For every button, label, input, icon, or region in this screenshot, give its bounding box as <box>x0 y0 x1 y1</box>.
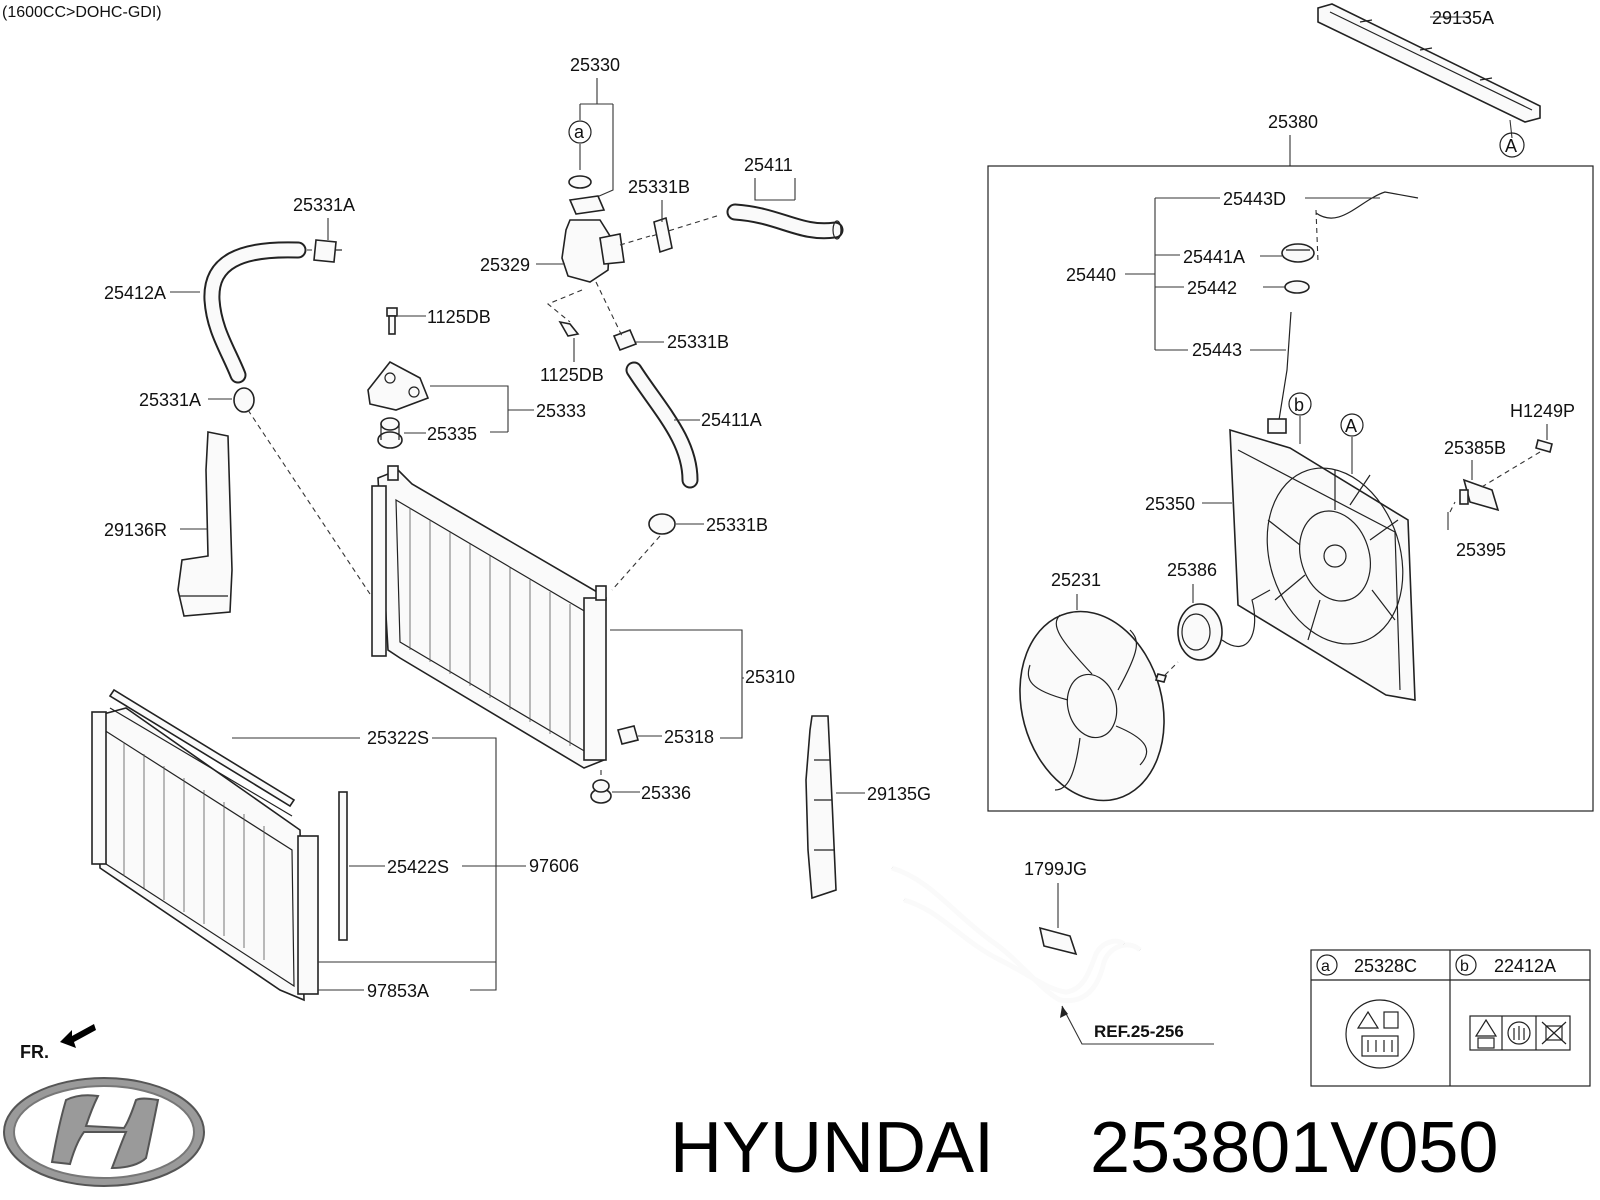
label-97853A: 97853A <box>367 981 429 1001</box>
label-25395: 25395 <box>1456 540 1506 560</box>
engine-note: (1600CC>DOHC-GDI) <box>2 4 162 21</box>
label-29135A: 29135A <box>1432 8 1494 28</box>
legend-table <box>1310 949 1591 1087</box>
label-25331B-top: 25331B <box>628 177 690 197</box>
label-1125DB-b: 1125DB <box>540 365 604 385</box>
label-25443: 25443 <box>1192 340 1242 360</box>
part-29135A-air-guard <box>1317 3 1541 123</box>
part-25331A-clamp-bot <box>233 387 255 413</box>
label-29135G: 29135G <box>867 784 931 804</box>
label-25442: 25442 <box>1187 278 1237 298</box>
part-25385B-resistor <box>1459 478 1500 512</box>
label-H1249P: H1249P <box>1510 401 1575 421</box>
label-25412A: 25412A <box>104 283 166 303</box>
marker-A-top-text: A <box>1505 136 1517 156</box>
part-1125DB-bolt-a <box>386 307 398 335</box>
label-25331A-top: 25331A <box>293 195 355 215</box>
marker-a <box>568 120 592 144</box>
legend-marker-a-text: a <box>1321 958 1330 975</box>
marker-A-top <box>1499 132 1525 158</box>
part-25318-drain-plug <box>617 725 639 745</box>
label-25411A: 25411A <box>701 410 762 430</box>
direction-fr: FR. <box>20 1042 49 1062</box>
part-1799JG-clip <box>1038 926 1078 956</box>
part-25331B-clamp-low <box>648 513 676 535</box>
part-25441A-cap <box>1281 243 1315 263</box>
label-1799JG: 1799JG <box>1024 859 1087 879</box>
part-25350-fan-shroud <box>1229 418 1416 701</box>
part-25310-radiator <box>371 465 607 769</box>
part-25331A-clamp-top <box>313 239 342 263</box>
label-25328C-icon <box>1345 999 1415 1069</box>
label-25333: 25333 <box>536 401 586 421</box>
part-25422S-seal <box>338 791 348 941</box>
marker-A-shroud <box>1340 413 1364 437</box>
label-1125DB-a: 1125DB <box>427 307 491 327</box>
label-25411: 25411 <box>744 155 793 175</box>
marker-b <box>1288 392 1312 416</box>
label-25331B-mid: 25331B <box>667 332 729 352</box>
brand-name: HYUNDAI <box>670 1108 994 1188</box>
part-25231-fan <box>1019 610 1165 802</box>
part-25336-mount <box>590 779 612 804</box>
marker-b-text: b <box>1294 395 1304 415</box>
label-29136R: 29136R <box>104 520 167 540</box>
hyundai-logo <box>3 1077 205 1187</box>
reference-25-256: REF.25-256 <box>1094 1022 1184 1041</box>
label-25322S: 25322S <box>367 728 429 748</box>
label-25386: 25386 <box>1167 560 1217 580</box>
part-25443-hose <box>1278 311 1292 421</box>
label-25422S: 25422S <box>387 857 449 877</box>
part-25331B-clamp-top <box>653 216 673 254</box>
label-97606: 97606 <box>529 856 579 876</box>
label-25440: 25440 <box>1066 265 1116 285</box>
label-25380: 25380 <box>1268 112 1318 132</box>
part-1125DB-bolt-b <box>558 320 580 337</box>
label-25385B: 25385B <box>1444 438 1506 458</box>
label-25318: 25318 <box>664 727 714 747</box>
part-25335-mount <box>377 417 403 449</box>
label-25335: 25335 <box>427 424 477 444</box>
part-29135G-air-guard <box>805 715 837 900</box>
label-25310: 25310 <box>745 667 795 687</box>
label-22412A-icon <box>1469 1015 1571 1051</box>
label-25336: 25336 <box>641 783 691 803</box>
legend-marker-b-text: b <box>1460 958 1469 975</box>
part-25333-bracket <box>367 360 430 411</box>
label-25350: 25350 <box>1145 494 1195 514</box>
part-25329-filler-neck <box>561 195 625 283</box>
label-25331A-bot: 25331A <box>139 390 201 410</box>
part-number: 253801V050 <box>1090 1108 1498 1188</box>
label-25443D: 25443D <box>1223 189 1286 209</box>
part-25442-gasket <box>1284 280 1310 294</box>
label-25441A: 25441A <box>1183 247 1245 267</box>
part-25331B-clamp-mid <box>612 328 638 352</box>
label-25231: 25231 <box>1051 570 1101 590</box>
part-25322S-seal <box>108 688 296 808</box>
fan-assembly-group-box <box>987 165 1594 812</box>
legend-code-b: 22412A <box>1494 956 1556 976</box>
legend-marker-b <box>1455 954 1477 976</box>
marker-a-text: a <box>574 122 585 142</box>
legend-marker-a <box>1316 954 1338 976</box>
label-25329: 25329 <box>480 255 530 275</box>
label-25330: 25330 <box>570 55 620 75</box>
marker-A-shroud-text: A <box>1345 416 1357 436</box>
part-97606-condenser <box>91 707 319 1002</box>
front-arrow-icon <box>60 1024 96 1048</box>
part-cooler-pipes <box>891 865 1142 1004</box>
part-25386-motor <box>1177 589 1271 661</box>
label-25331B-low: 25331B <box>706 515 768 535</box>
legend-code-a: 25328C <box>1354 956 1417 976</box>
part-29136R-air-guard <box>177 431 233 617</box>
